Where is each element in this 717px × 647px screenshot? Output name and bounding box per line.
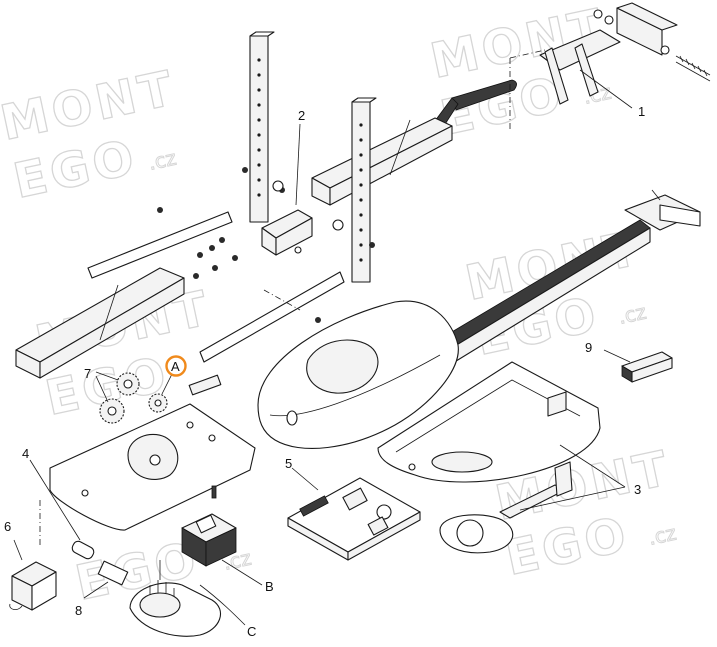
- part-3-housing-tray: [377, 361, 601, 554]
- callout-4: 4: [22, 446, 29, 461]
- part-4-capacitor: [29, 459, 95, 560]
- callout-2: 2: [298, 108, 305, 123]
- callout-a-highlight-ring: [165, 355, 187, 377]
- part-a-sprocket: [148, 373, 173, 413]
- lower-rail: [15, 267, 185, 379]
- callout-1: 1: [638, 104, 645, 119]
- callout-6: 6: [4, 519, 11, 534]
- hanger-brackets: [249, 31, 377, 283]
- callout-3: 3: [634, 482, 641, 497]
- watermark-text: .cz: [146, 146, 178, 175]
- part-5-control-board: [287, 467, 421, 561]
- callout-a: A: [171, 359, 180, 374]
- mounting-plates: [87, 167, 375, 363]
- callout-7: 7: [84, 366, 91, 381]
- motor-cover: [257, 300, 459, 449]
- part-9-module: [603, 349, 673, 383]
- watermark-text: .cz: [616, 300, 648, 329]
- callout-labels: 1 2 3 4 5 6 7 8 9 A B C: [4, 104, 645, 639]
- part-b-transformer: [181, 513, 263, 586]
- callout-8: 8: [75, 603, 82, 618]
- part-2-carriage: [261, 123, 313, 256]
- watermark-text: .cz: [646, 521, 678, 550]
- part-8-connector: [83, 560, 129, 599]
- leader-lines: [519, 69, 633, 511]
- part-7-gears: [95, 371, 140, 424]
- base-plate: [49, 374, 256, 531]
- part-6-junction-box: [9, 539, 57, 611]
- callout-5: 5: [285, 456, 292, 471]
- callout-9: 9: [585, 340, 592, 355]
- callout-b: B: [265, 579, 274, 594]
- callout-c: C: [247, 624, 256, 639]
- upper-rail: [311, 117, 453, 206]
- part-c-motor: [129, 560, 246, 637]
